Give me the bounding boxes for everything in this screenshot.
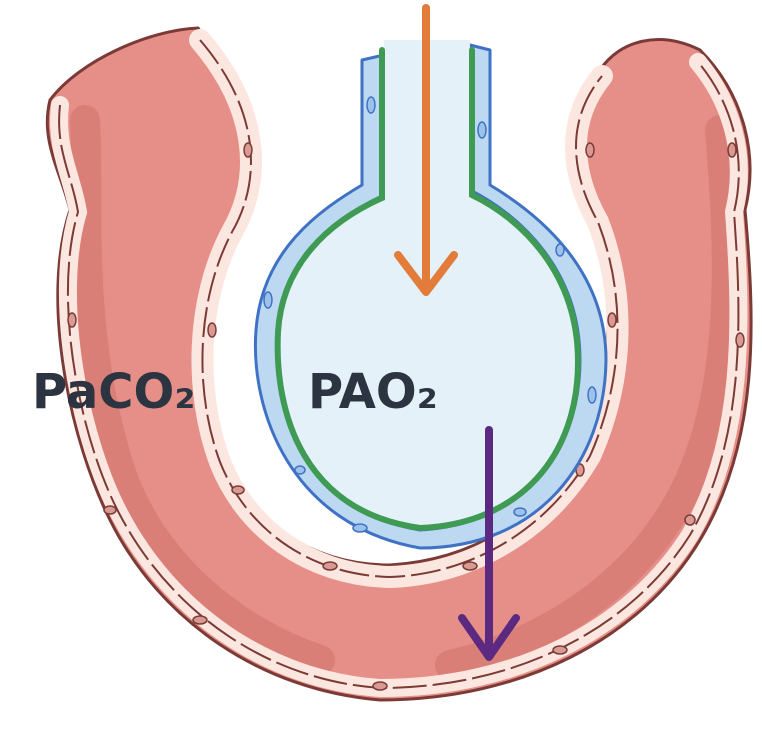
- label-paco2: PaCO₂: [32, 364, 195, 420]
- alveolus: [255, 40, 606, 548]
- label-pao2: PAO₂: [308, 364, 438, 420]
